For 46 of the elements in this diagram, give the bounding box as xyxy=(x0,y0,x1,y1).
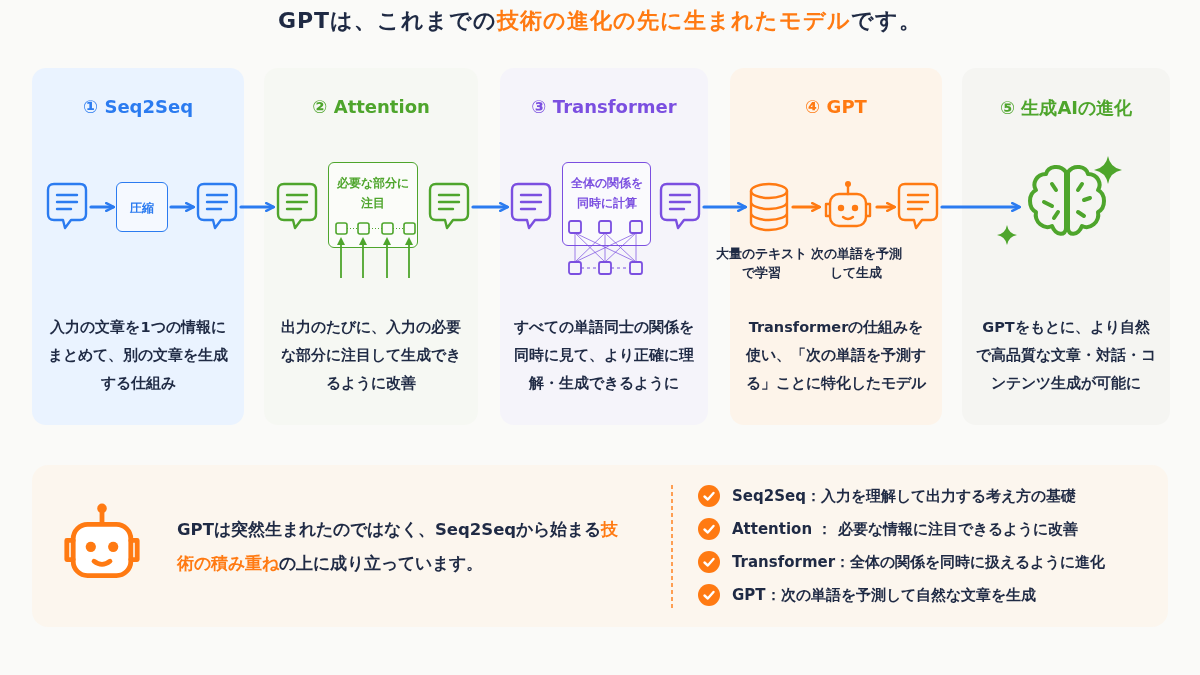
arrow xyxy=(169,201,196,213)
stage-heading: ③ Transformer xyxy=(530,96,678,117)
speech-bubble-icon xyxy=(897,182,939,232)
check-item-text: Seq2Seq：入力を理解して出力する考え方の基礎 xyxy=(732,486,1076,506)
speech-bubble-icon xyxy=(276,182,318,232)
box-label: 圧縮 xyxy=(129,200,155,217)
stage-description: 出力のたびに、入力の必要な部分に注目して生成できるように改善 xyxy=(280,318,462,393)
icon-caption: 大量のテキストで学習 xyxy=(715,245,807,282)
speech-bubble-icon xyxy=(196,182,238,232)
stage-panel xyxy=(500,68,708,425)
arrow xyxy=(875,201,897,213)
process-box xyxy=(116,182,168,232)
stage-panel xyxy=(32,68,244,425)
speech-bubble-icon xyxy=(510,182,552,232)
process-box xyxy=(328,162,418,248)
speech-bubble-icon xyxy=(659,182,701,232)
check-item-text: Transformer：全体の関係を同時に扱えるように進化 xyxy=(732,552,1106,572)
arrow xyxy=(471,201,510,213)
arrow xyxy=(702,201,748,213)
arrow xyxy=(940,201,1022,213)
stage-description: Transformerの仕組みを使い、「次の単語を予測する」ことに特化したモデル xyxy=(744,318,927,393)
check-item-text: Attention ： 必要な情報に注目できるように改善 xyxy=(732,519,1078,539)
speech-bubble-icon xyxy=(428,182,470,232)
check-item-text: GPT：次の単語を予測して自然な文章を生成 xyxy=(732,585,1036,605)
robot-icon xyxy=(822,180,874,230)
arrow xyxy=(239,201,276,213)
summary-text: GPTは突然生まれたのではなく、Seq2Seqから始まる技術の積み重ねの上に成り立っています。 xyxy=(177,519,620,575)
arrow xyxy=(791,201,822,213)
box-label: 全体の関係を同時に計算 xyxy=(569,175,644,212)
stage-panel xyxy=(264,68,478,425)
database-icon xyxy=(748,182,790,232)
stage-description: すべての単語同士の関係を同時に見て、より正確に理解・生成できるように xyxy=(514,318,694,393)
page-title: GPTは、これまでの技術の進化の先に生まれたモデルです。 xyxy=(276,7,924,35)
stage-heading: ④ GPT xyxy=(804,96,868,117)
summary-card xyxy=(32,465,1168,627)
icon-caption: 次の単語を予測して生成 xyxy=(810,245,902,282)
stage-heading: ② Attention xyxy=(311,96,431,117)
process-box xyxy=(562,162,651,246)
arrow xyxy=(89,201,116,213)
stage-description: 入力の文章を1つの情報にまとめて、別の文章を生成する仕組み xyxy=(47,318,229,393)
speech-bubble-icon xyxy=(46,182,88,232)
stage-heading: ⑤ 生成AIの進化 xyxy=(998,96,1134,120)
stage-description: GPTをもとに、より自然で高品質な文章・対話・コンテンツ生成が可能に xyxy=(976,318,1156,393)
stage-panel xyxy=(962,68,1170,425)
stage-heading: ① Seq2Seq xyxy=(81,96,195,117)
box-label: 必要な部分に注目 xyxy=(336,175,410,212)
